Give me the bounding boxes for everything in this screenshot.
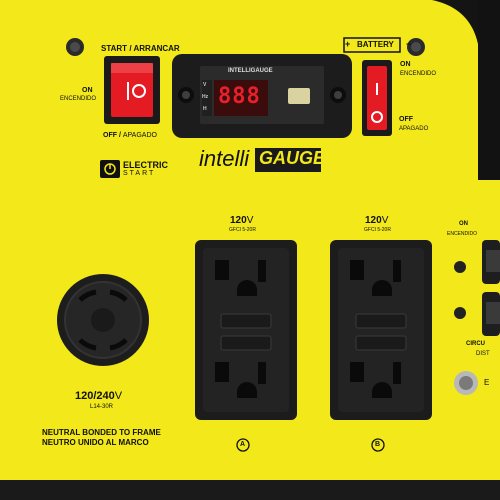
gauge-title: INTELLIGAUGE	[228, 68, 273, 74]
gauge-logo-gauge: GAUGE	[259, 148, 326, 168]
gfci-outlet-b[interactable]	[330, 240, 432, 420]
gauge-mode-volts: V	[203, 82, 207, 88]
outlet-b-unit: V	[381, 215, 389, 226]
outlet-a-marker	[236, 438, 250, 452]
start-on-es-label: ENCENDIDO	[60, 96, 97, 102]
screw-icon	[66, 38, 84, 56]
indicator-light-icon	[454, 261, 466, 273]
e-label: E	[484, 378, 490, 387]
label-separator: /	[129, 44, 132, 53]
battery-minus-symbol: −	[406, 39, 412, 49]
circuit-breaker[interactable]	[482, 240, 500, 284]
neutral-bonded-en: NEUTRAL BONDED TO FRAME	[42, 428, 161, 437]
mode-button[interactable]	[288, 88, 310, 104]
led-display	[214, 80, 268, 116]
gauge-mode-hours: H	[203, 106, 207, 112]
outlet-b-type: GFCI 5-20R	[364, 227, 391, 233]
gfci-test-button[interactable]	[220, 313, 272, 329]
start-on-label: ON	[82, 87, 93, 94]
intelligauge-meter	[172, 54, 352, 138]
electric-start-line1: ELECTRIC	[123, 160, 168, 170]
electric-start-line2: START	[123, 170, 156, 177]
circuit-label-2: DIST	[476, 351, 490, 357]
gfci-reset-button[interactable]	[355, 335, 407, 351]
power-off-symbol-icon	[371, 111, 383, 123]
outlet-b-voltage: 120	[365, 215, 382, 226]
outlet-b-marker	[371, 438, 385, 452]
start-rocker-switch[interactable]	[104, 56, 160, 124]
right-on-label: ON	[459, 221, 468, 227]
outlet-a-unit: V	[246, 215, 254, 226]
circuit-breaker[interactable]	[482, 292, 500, 336]
gauge-mode-hertz: Hz	[202, 94, 209, 100]
start-off-es-label: APAGADO	[122, 132, 157, 139]
chrome-knob[interactable]	[454, 371, 478, 395]
label-separator: /	[118, 132, 121, 139]
screw-icon	[330, 87, 346, 103]
gfci-outlet-a[interactable]	[195, 240, 297, 420]
twist-lock-voltage: 120/240	[75, 390, 115, 402]
battery-on-es-label: ENCENDIDO	[400, 71, 437, 77]
twist-lock-type: L14-30R	[90, 404, 114, 410]
battery-off-es-label: APAGADO	[399, 126, 429, 132]
indicator-light-icon	[454, 307, 466, 319]
battery-label-box	[343, 37, 401, 53]
battery-rocker-switch[interactable]	[362, 60, 392, 136]
twist-lock-outlet[interactable]	[57, 274, 149, 366]
outlet-a-voltage: 120	[230, 215, 247, 226]
gfci-test-button[interactable]	[355, 313, 407, 329]
gauge-logo-intelli: intelli	[199, 146, 250, 171]
power-off-symbol-icon	[132, 84, 146, 98]
start-off-label: OFF	[103, 132, 117, 139]
right-on-es-label: ENCENDIDO	[447, 231, 478, 237]
start-label: START	[101, 44, 128, 53]
circuit-label: CIRCU	[466, 341, 485, 347]
twist-lock-unit: V	[114, 390, 123, 402]
gauge-logo-box	[255, 148, 321, 172]
battery-off-label: OFF	[399, 116, 413, 123]
outlet-b-letter: B	[375, 441, 381, 448]
battery-on-label: ON	[400, 61, 411, 68]
start-label-es: ARRANCAR	[133, 44, 180, 53]
screw-icon	[178, 87, 194, 103]
electric-start-icon	[100, 160, 120, 178]
outlet-a-letter: A	[240, 441, 246, 448]
screw-icon	[407, 38, 425, 56]
gfci-reset-button[interactable]	[220, 335, 272, 351]
gauge-led-value: 888	[218, 84, 261, 109]
outlet-a-type: GFCI 5-20R	[229, 227, 256, 233]
battery-label: BATTERY	[357, 40, 394, 49]
neutral-bonded-es: NEUTRO UNIDO AL MARCO	[42, 438, 149, 447]
bottom-frame	[0, 480, 500, 500]
battery-plus-symbol: +	[345, 39, 351, 49]
